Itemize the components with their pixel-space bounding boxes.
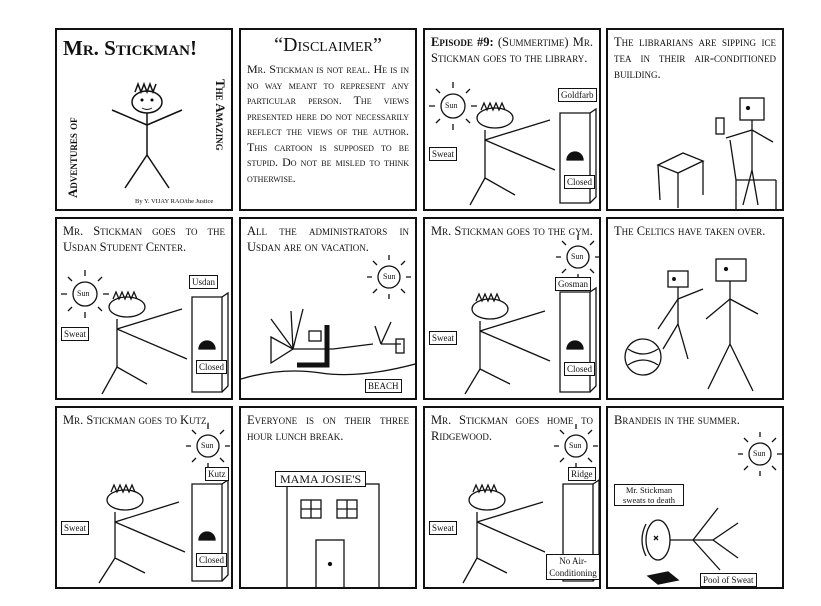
celtics-scene — [624, 258, 759, 392]
panel-7-caption: Mr. Stickman goes to the gym. — [431, 224, 593, 238]
closed-sign: Closed — [196, 553, 228, 567]
panel-8-caption: The Celtics have taken over. — [614, 224, 766, 238]
panel-6-vacation: All the administrators in Usdan are on v… — [239, 217, 417, 400]
place-sign: Usdan — [189, 275, 218, 289]
comic-title: Mr. Stickman! — [63, 36, 197, 60]
no-ac-sign: No Air-Conditioning — [546, 554, 599, 580]
place-sign: Goldfarb — [558, 88, 597, 102]
disclaimer-text: Mr. Stickman is not real. He is in no wa… — [247, 62, 409, 185]
panel-9-kutz: Mr. Stickman goes to Kutz. Sun Sweat Kut… — [55, 406, 233, 589]
episode-heading: Episode #9: — [431, 35, 494, 49]
sun-label: Sun — [569, 440, 582, 452]
panel-11-caption: Mr. Stickman goes home to Ridgewood. — [431, 413, 593, 443]
sweat-label: Sweat — [429, 331, 457, 345]
sun-label: Sun — [201, 440, 214, 452]
panel-10-caption: Everyone is on their three hour lunch br… — [247, 413, 409, 443]
beach-scene — [241, 255, 415, 380]
closed-sign: Closed — [564, 175, 596, 189]
author-credit: By Y. VIJAY RAO/the Justice — [135, 198, 214, 205]
library-scene — [429, 82, 597, 206]
beach-sign: BEACH — [365, 379, 402, 393]
pool-of-sweat-label: Pool of Sweat — [700, 573, 757, 587]
panel-7-gym: Mr. Stickman goes to the gym. Sun Sweat … — [423, 217, 601, 400]
librarians-scene — [656, 97, 777, 209]
sweat-label: Sweat — [61, 521, 89, 535]
panel-3-caption: Episode #9: (Summertime) Mr. Stickman go… — [431, 34, 593, 66]
restaurant-sign: MAMA JOSIE'S — [275, 471, 367, 487]
sweat-label: Sweat — [429, 147, 457, 161]
closed-sign: Closed — [564, 362, 596, 376]
panel-8-celtics: The Celtics have taken over. — [606, 217, 784, 400]
sun-label: Sun — [445, 100, 458, 112]
death-caption: Mr. Stickman sweats to death — [614, 484, 684, 506]
place-sign: Gosman — [555, 277, 591, 291]
sun-label: Sun — [77, 288, 90, 300]
panel-3-library: Episode #9: (Summertime) Mr. Stickman go… — [423, 28, 601, 211]
usdan-scene — [61, 270, 229, 395]
episode-text: (Summertime) Mr. Stickman goes to the li… — [431, 35, 594, 65]
place-sign: Kutz — [205, 467, 229, 481]
panel-1-title: Mr. Stickman! Adventures of The Amazing … — [55, 28, 233, 211]
panel-9-caption: Mr. Stickman goes to Kutz. — [63, 413, 210, 427]
sweat-label: Sweat — [61, 327, 89, 341]
restaurant-scene — [286, 483, 380, 587]
kutz-scene — [98, 424, 230, 584]
summer-scene — [641, 432, 782, 585]
panel-12-summer: Brandeis in the summer. Sun Mr. Stickman… — [606, 406, 784, 589]
panel-4-librarians: The librarians are sipping ice tea in th… — [606, 28, 784, 211]
panel-2-disclaimer: “Disclaimer” Mr. Stickman is not real. H… — [239, 28, 417, 211]
stickman-figure — [111, 81, 183, 189]
place-sign: Ridge — [568, 467, 596, 481]
sweat-label: Sweat — [429, 521, 457, 535]
closed-sign: Closed — [196, 360, 228, 374]
sun-label: Sun — [571, 251, 584, 263]
panel-10-lunch: Everyone is on their three hour lunch br… — [239, 406, 417, 589]
panel-6-caption: All the administrators in Usdan are on v… — [247, 224, 409, 254]
gym-scene — [464, 235, 599, 395]
sun-label: Sun — [383, 271, 396, 283]
sun-label: Sun — [753, 448, 766, 460]
panel-5-usdan: Mr. Stickman goes to the Usdan Student C… — [55, 217, 233, 400]
panel-11-ridgewood: Mr. Stickman goes home to Ridgewood. Sun… — [423, 406, 601, 589]
disclaimer-heading: “Disclaimer” — [274, 34, 382, 56]
panel-12-caption: Brandeis in the summer. — [614, 413, 740, 427]
panel-4-caption: The librarians are sipping ice tea in th… — [614, 35, 776, 81]
panel-5-caption: Mr. Stickman goes to the Usdan Student C… — [63, 224, 225, 254]
